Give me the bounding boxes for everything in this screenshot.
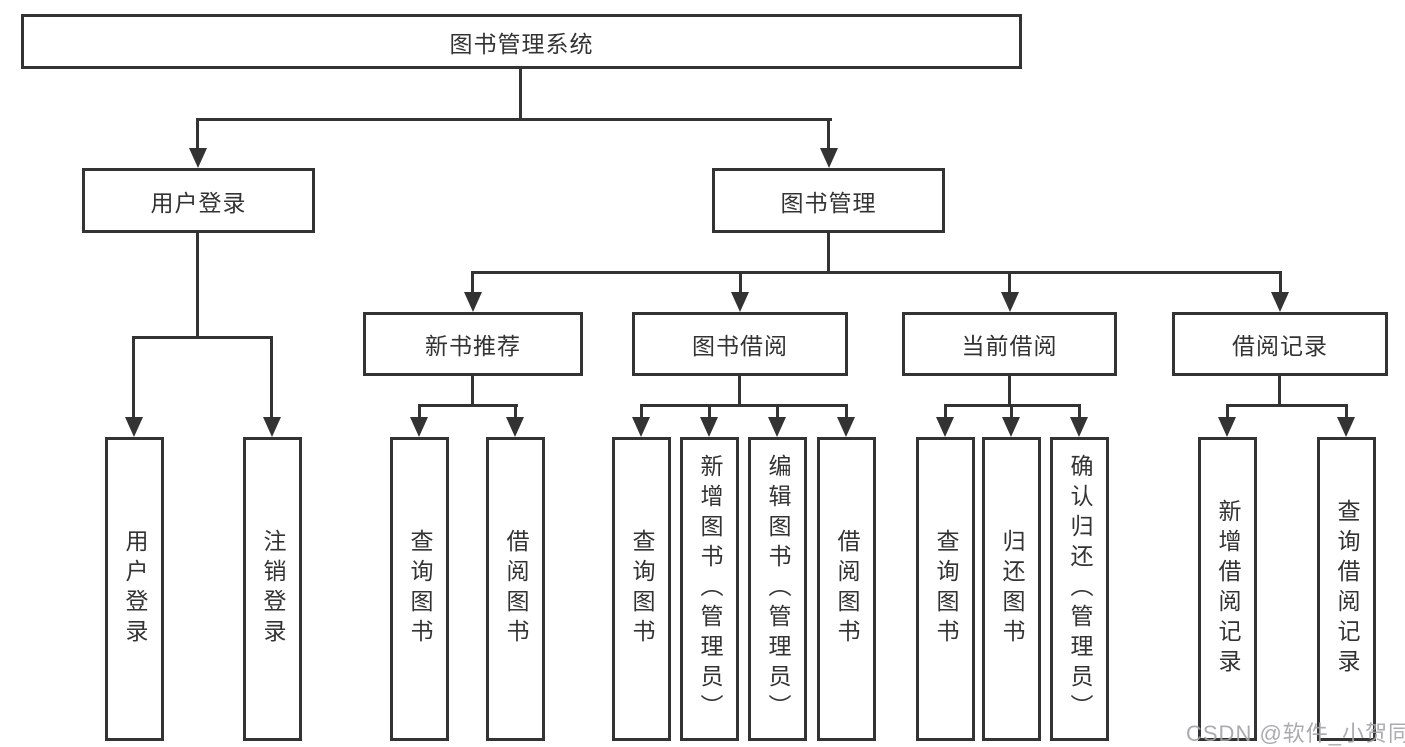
leaf-edit-book-admin: 编辑图书（管理员） — [748, 437, 807, 741]
connector-newbook-hbar — [418, 404, 518, 407]
leaf-label: 查询图书 — [629, 529, 655, 649]
connector-root-hbar — [196, 118, 832, 121]
arrowhead-leaf-add-record — [1218, 417, 1236, 437]
leaf-label: 注销登录 — [260, 529, 286, 649]
connector-root-drop-right — [827, 118, 830, 151]
arrowhead-leaf-confirm-return — [1070, 417, 1088, 437]
node-current-borrow: 当前借阅 — [902, 312, 1117, 376]
node-label: 借阅记录 — [1232, 333, 1328, 359]
connector-current-drop-3 — [1078, 404, 1081, 420]
arrowhead-leaf-query-book-2 — [632, 417, 650, 437]
node-new-book-recommend: 新书推荐 — [363, 312, 583, 376]
connector-borrow-drop-3 — [776, 404, 779, 420]
connector-record-drop-2 — [1345, 404, 1348, 420]
leaf-query-book-newbook: 查询图书 — [390, 437, 449, 741]
leaf-label: 借阅图书 — [503, 529, 529, 649]
arrowhead-new-book — [464, 292, 482, 312]
arrowhead-book-borrow — [731, 292, 749, 312]
csdn-watermark: CSDN @软件_小贺同学 — [1186, 721, 1405, 746]
arrowhead-leaf-return-book — [1002, 417, 1020, 437]
leaf-return-book: 归还图书 — [982, 437, 1041, 741]
arrowhead-user-login — [189, 148, 207, 168]
node-book-management: 图书管理 — [712, 168, 945, 233]
leaf-label: 确认归还（管理员） — [1067, 454, 1093, 724]
connector-newbook-drop-2 — [514, 404, 517, 420]
node-borrow-record: 借阅记录 — [1172, 312, 1388, 376]
connector-borrow-drop-2 — [708, 404, 711, 420]
leaf-label: 查询借阅记录 — [1334, 499, 1360, 679]
connector-mgmt-drop-1 — [471, 271, 474, 294]
connector-mgmt-stem — [827, 233, 830, 273]
node-label: 新书推荐 — [425, 333, 521, 359]
leaf-confirm-return-admin: 确认归还（管理员） — [1050, 437, 1109, 741]
node-label: 图书管理 — [780, 189, 877, 216]
arrowhead-book-management — [820, 148, 838, 168]
leaf-borrow-book-borrow: 借阅图书 — [817, 437, 876, 741]
connector-root-stem — [519, 69, 522, 120]
leaf-label: 归还图书 — [999, 529, 1025, 649]
node-label: 当前借阅 — [961, 333, 1058, 359]
node-label: 用户登录 — [150, 189, 247, 216]
connector-newbook-stem — [471, 376, 474, 407]
leaf-logout: 注销登录 — [243, 437, 302, 741]
arrowhead-leaf-borrow-book-1 — [506, 417, 524, 437]
connector-login-drop-1 — [132, 336, 135, 420]
connector-record-drop-1 — [1226, 404, 1229, 420]
arrowhead-leaf-user-login — [125, 417, 143, 437]
leaf-label: 新增借阅记录 — [1215, 499, 1241, 679]
connector-newbook-drop-1 — [418, 404, 421, 420]
leaf-user-login: 用户登录 — [105, 437, 164, 741]
arrowhead-current-borrow — [1001, 292, 1019, 312]
connector-login-stem — [196, 233, 199, 339]
leaf-query-borrow-record: 查询借阅记录 — [1317, 437, 1376, 741]
arrowhead-borrow-record — [1271, 292, 1289, 312]
connector-borrow-stem — [738, 376, 741, 407]
leaf-label: 用户登录 — [122, 529, 148, 649]
leaf-add-book-admin: 新增图书（管理员） — [680, 437, 739, 741]
connector-record-stem — [1278, 376, 1281, 407]
connector-current-stem — [1008, 376, 1011, 407]
arrowhead-leaf-query-book-1 — [410, 417, 428, 437]
connector-mgmt-hbar — [471, 271, 1282, 274]
node-book-borrow: 图书借阅 — [632, 312, 848, 376]
leaf-label: 借阅图书 — [834, 529, 860, 649]
leaf-label: 查询图书 — [933, 529, 959, 649]
connector-mgmt-drop-3 — [1008, 271, 1011, 294]
connector-root-drop-left — [196, 118, 199, 151]
arrowhead-leaf-edit-book — [768, 417, 786, 437]
connector-borrow-hbar — [640, 404, 847, 407]
arrowhead-leaf-borrow-book-2 — [837, 417, 855, 437]
leaf-label: 编辑图书（管理员） — [765, 454, 791, 724]
leaf-query-book-borrow: 查询图书 — [612, 437, 671, 741]
leaf-query-book-current: 查询图书 — [916, 437, 975, 741]
arrowhead-leaf-query-record — [1337, 417, 1355, 437]
node-label: 图书借阅 — [692, 333, 788, 359]
connector-login-drop-2 — [270, 336, 273, 420]
connector-current-drop-1 — [944, 404, 947, 420]
connector-login-hbar — [132, 336, 273, 339]
node-label: 图书管理系统 — [449, 30, 594, 57]
connector-current-drop-2 — [1010, 404, 1013, 420]
connector-borrow-drop-1 — [640, 404, 643, 420]
arrowhead-leaf-query-book-3 — [936, 417, 954, 437]
connector-mgmt-drop-2 — [739, 271, 742, 294]
leaf-label: 查询图书 — [407, 529, 433, 649]
arrowhead-leaf-add-book — [700, 417, 718, 437]
connector-record-hbar — [1226, 404, 1347, 407]
arrowhead-leaf-logout — [263, 417, 281, 437]
leaf-add-borrow-record: 新增借阅记录 — [1198, 437, 1257, 741]
leaf-borrow-book-newbook: 借阅图书 — [486, 437, 545, 741]
node-root-library-system: 图书管理系统 — [21, 14, 1022, 69]
connector-borrow-drop-4 — [845, 404, 848, 420]
leaf-label: 新增图书（管理员） — [697, 454, 723, 724]
connector-mgmt-drop-4 — [1279, 271, 1282, 294]
node-user-login: 用户登录 — [82, 168, 315, 233]
